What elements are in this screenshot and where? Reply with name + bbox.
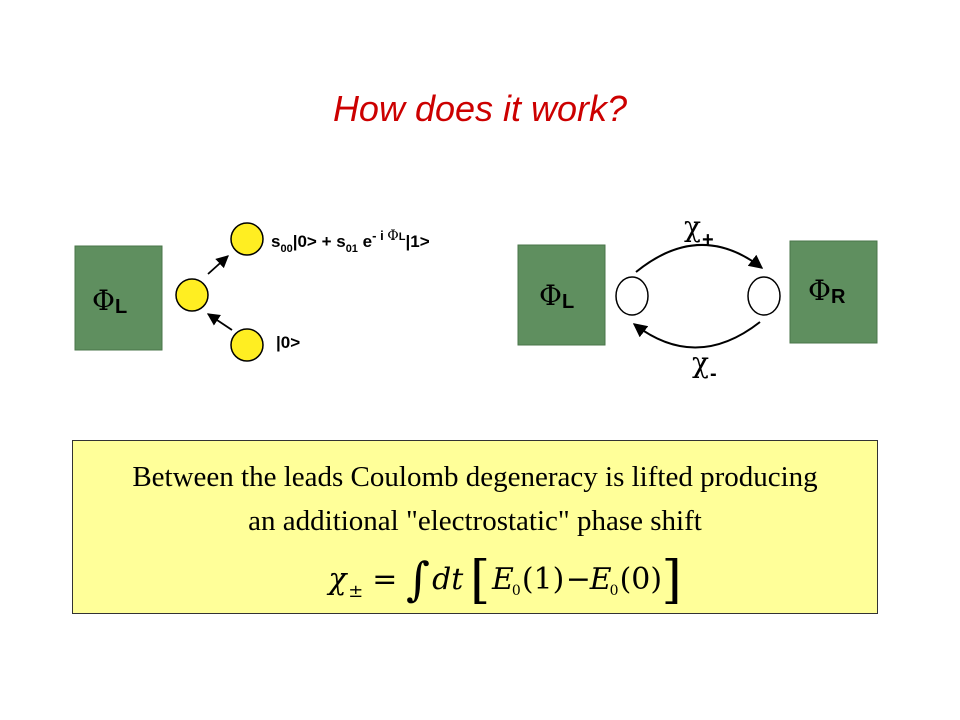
arrow-chi-plus: [635, 243, 764, 273]
formula-E0-1-sub: 0: [512, 583, 521, 599]
formula-open-bracket: [: [470, 550, 490, 610]
state-superposition-label: s00|0> + s01 e- i ΦL|1>: [271, 228, 430, 255]
lead-left-box: [74, 245, 163, 351]
formula-close-bracket: ]: [662, 550, 682, 610]
slide-title: How does it work?: [332, 88, 628, 129]
formula-arg-0: (0): [620, 562, 662, 597]
formula-equals: =: [372, 562, 397, 597]
arrow-to-center-dot: [206, 313, 233, 331]
formula-integral: ∫: [406, 552, 430, 606]
lead-left-label: Φ: [92, 284, 115, 317]
phase-shift-formula: χ ± = ∫ dt [ E 0 (1) − E 0 (0) ]: [326, 550, 682, 610]
lead-left-box-right-diagram: [517, 244, 606, 346]
chi-plus-label: χ: [684, 210, 701, 243]
formula-minus: −: [566, 562, 591, 597]
explanation-line-1: Between the leads Coulomb degeneracy is …: [132, 461, 818, 493]
formula-E0-0-sub: 0: [610, 583, 619, 599]
lead-left-label-right-diagram: Φ: [539, 279, 562, 312]
formula-arg-1: (1): [522, 562, 564, 597]
explanation-box: Between the leads Coulomb degeneracy is …: [72, 440, 878, 614]
diagram: Φ L s00|0> + s01 e- i ΦL|1> |0> Φ L Φ R …: [74, 210, 878, 385]
lead-left-subscript: L: [115, 296, 127, 318]
lead-right-box: [789, 240, 878, 344]
formula-chi: χ: [326, 562, 348, 597]
chi-minus-label: χ: [692, 346, 709, 379]
lead-right-subscript: R: [831, 286, 846, 308]
lead-left-subscript-right-diagram: L: [562, 291, 574, 313]
explanation-line-2: an additional "electrostatic" phase shif…: [248, 505, 702, 537]
chi-plus-subscript: +: [702, 229, 714, 251]
formula-E0-1: E: [491, 562, 514, 597]
dot-upper: [230, 222, 264, 256]
arrow-to-upper-dot: [207, 255, 229, 275]
state-zero-label: |0>: [276, 333, 300, 352]
lead-right-label: Φ: [808, 274, 831, 307]
formula-E0-0: E: [589, 562, 612, 597]
formula-dt: dt: [432, 562, 464, 597]
dot-right-empty: [747, 276, 781, 316]
arrow-chi-minus: [632, 321, 761, 349]
dot-left-empty: [615, 276, 649, 316]
dot-lower: [230, 328, 264, 362]
dot-center: [175, 278, 209, 312]
chi-minus-subscript: -: [710, 363, 717, 385]
formula-pm: ±: [348, 581, 363, 602]
